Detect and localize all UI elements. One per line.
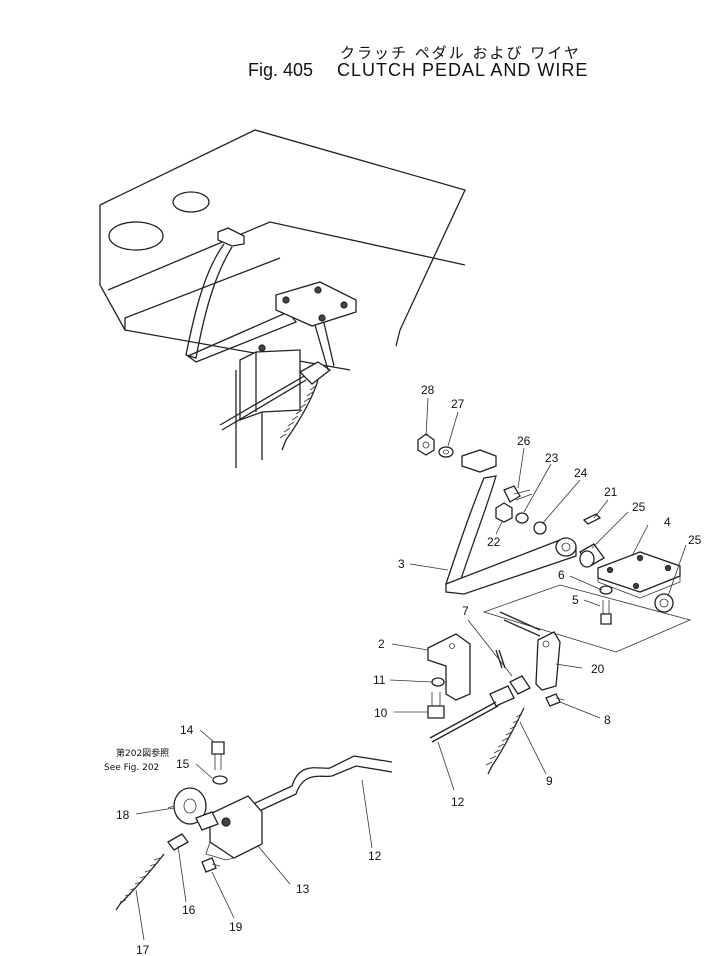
washer — [599, 585, 613, 595]
washer — [431, 677, 445, 687]
collar — [533, 521, 547, 535]
assembled-view — [99, 129, 466, 468]
spring — [485, 707, 525, 775]
title-japanese: クラッチ ペダル および ワイヤ — [340, 44, 581, 62]
callout-20: 20 — [591, 662, 605, 676]
pin — [201, 857, 221, 873]
floor-panel — [99, 129, 466, 371]
callout-13: 13 — [296, 882, 310, 896]
callout-2: 2 — [378, 637, 385, 651]
washer — [212, 775, 228, 785]
callout-14: 14 — [180, 723, 194, 737]
callout-17: 17 — [136, 943, 150, 956]
callout-11: 11 — [373, 673, 386, 687]
bracket-plate — [597, 551, 681, 599]
washer — [438, 446, 454, 458]
callout-16: 16 — [182, 903, 196, 917]
callout-5: 5 — [572, 593, 579, 607]
callout-9: 9 — [546, 774, 553, 788]
callout-15: 15 — [176, 757, 190, 771]
leader-lines — [135, 397, 687, 941]
callout-18: 18 — [116, 808, 130, 822]
bracket — [205, 795, 263, 861]
callout-7: 7 — [462, 604, 469, 618]
pin — [545, 693, 565, 707]
bolt — [600, 600, 612, 625]
key — [582, 513, 602, 525]
callout-25: 25 — [632, 500, 646, 514]
title-english: CLUTCH PEDAL AND WIRE — [337, 60, 589, 80]
shaft-guide — [482, 584, 692, 653]
nut — [495, 502, 513, 523]
reference-japanese: 第202図参照 — [116, 747, 169, 759]
callout-numbers: 28 27 26 23 24 22 21 25 4 25 3 6 5 7 2 2… — [116, 383, 702, 956]
pedal-arm — [445, 475, 577, 595]
bolt — [427, 692, 445, 719]
fig-reference: 第202図参照 See Fig. 202 — [104, 747, 169, 773]
bolt — [503, 485, 533, 503]
callout-24: 24 — [574, 466, 588, 480]
lower-assembly — [115, 741, 393, 911]
callout-26: 26 — [517, 434, 531, 448]
figure-number: Fig. 405 — [248, 60, 314, 80]
pedal-assembled — [185, 227, 298, 363]
cable-tube — [239, 755, 393, 819]
bushing — [579, 543, 605, 568]
floor-hole — [108, 221, 164, 251]
callout-19: 19 — [229, 920, 243, 934]
cable — [429, 701, 499, 743]
callout-8: 8 — [604, 713, 611, 727]
callout-28: 28 — [421, 383, 435, 397]
callout-6: 6 — [558, 568, 565, 582]
pedal-pad — [461, 449, 497, 473]
bolt — [211, 741, 225, 770]
clevis — [195, 811, 219, 831]
bracket — [427, 633, 471, 701]
clip — [167, 833, 189, 851]
lever — [499, 611, 561, 691]
callout-21: 21 — [604, 485, 618, 499]
bracket-assembled — [219, 281, 357, 468]
nut — [417, 433, 435, 456]
callout-25: 25 — [688, 533, 702, 547]
bushing — [654, 593, 674, 613]
callout-12: 12 — [368, 849, 382, 863]
exploded-parts — [417, 433, 692, 775]
clevis — [489, 675, 531, 707]
pulley — [167, 787, 207, 825]
spring — [115, 853, 165, 911]
callout-10: 10 — [374, 706, 388, 720]
reference-english: See Fig. 202 — [104, 763, 159, 773]
washer — [515, 512, 529, 524]
callout-27: 27 — [451, 397, 465, 411]
callout-22: 22 — [487, 535, 501, 549]
callout-4: 4 — [664, 515, 671, 529]
callout-3: 3 — [398, 557, 405, 571]
callout-23: 23 — [545, 451, 559, 465]
callout-12: 12 — [451, 795, 465, 809]
floor-hole — [172, 191, 210, 213]
